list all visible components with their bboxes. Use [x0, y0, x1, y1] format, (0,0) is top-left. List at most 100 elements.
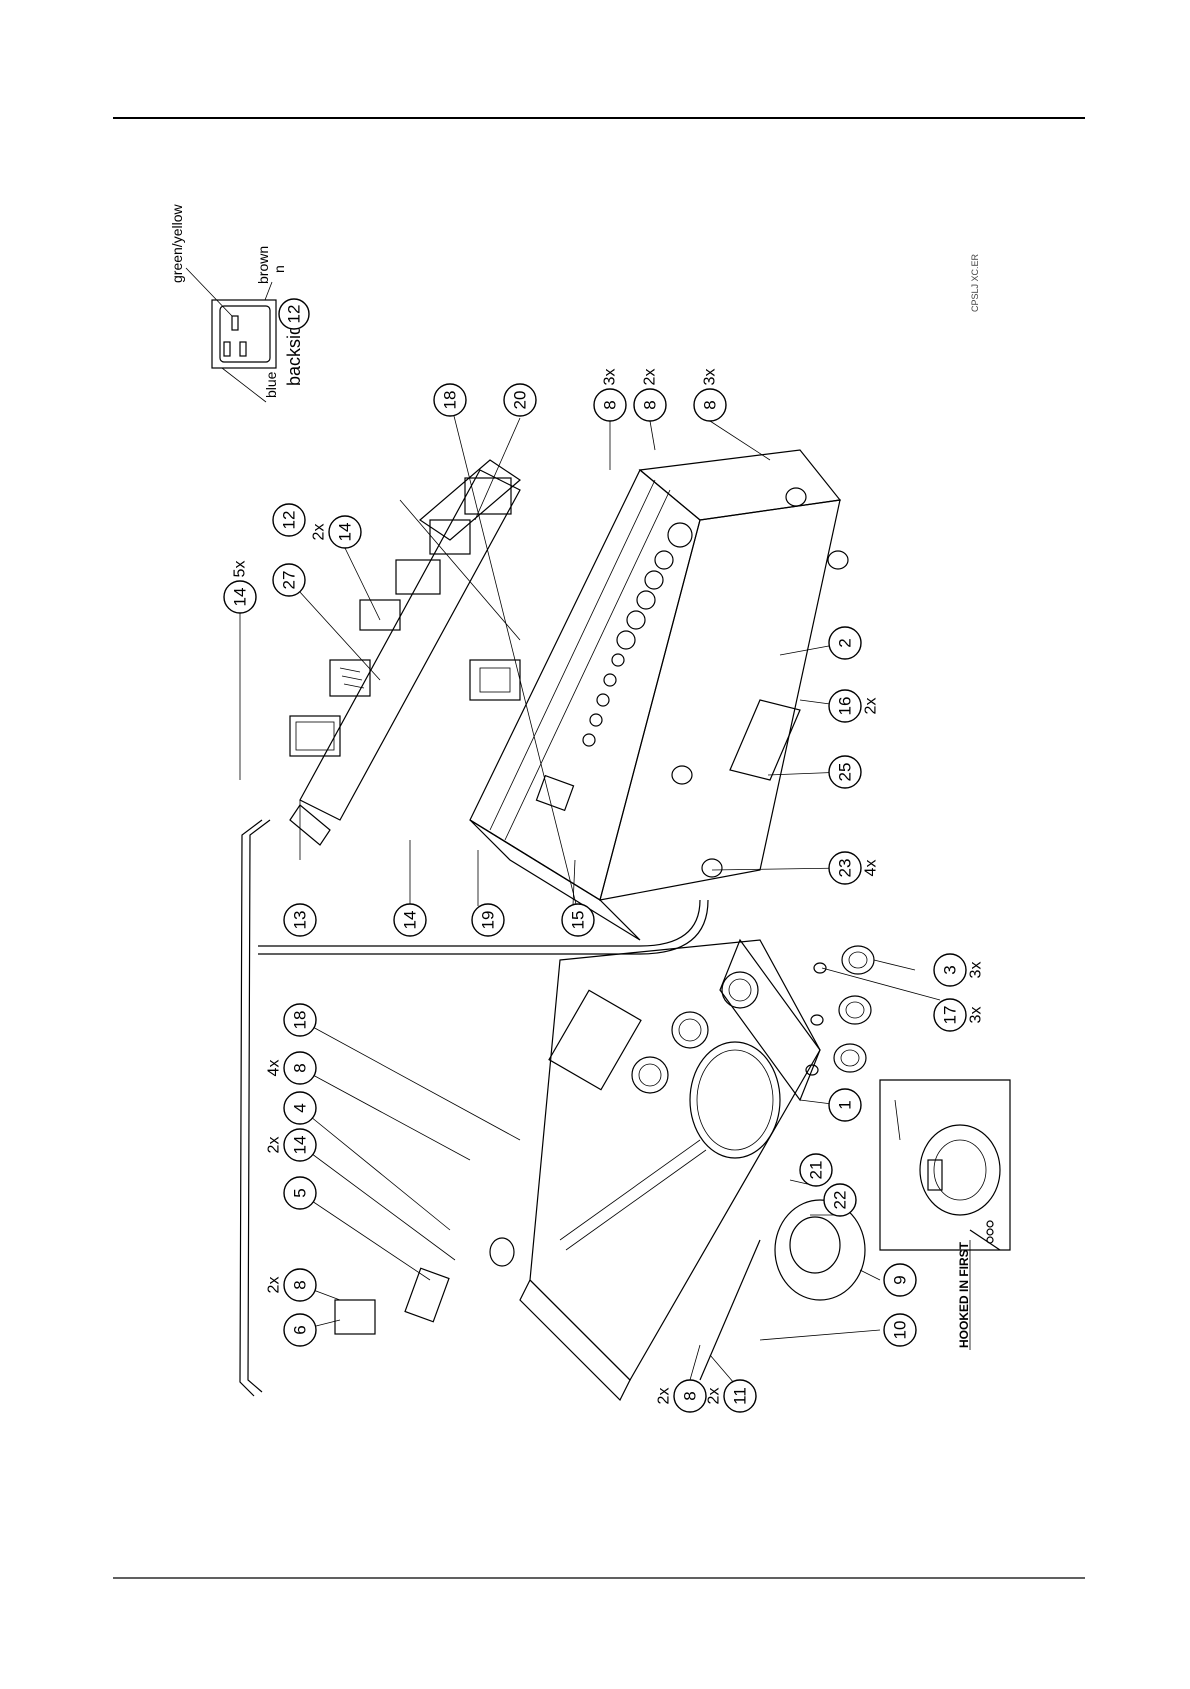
- callout-c22: 22: [824, 1184, 856, 1216]
- callout-quantity: 2x: [863, 698, 880, 715]
- callout-c2: 2: [829, 627, 861, 659]
- callout-c27: 27: [273, 564, 305, 596]
- callout-c18b: 18: [284, 1004, 316, 1036]
- callout-c17: 17 3x: [934, 999, 985, 1031]
- front-pcb: [549, 990, 641, 1089]
- wire-label-blue: blue: [263, 371, 279, 398]
- callout-number: 17: [941, 1006, 960, 1025]
- callout-c8f: 82x: [656, 1380, 707, 1412]
- callout-c8d: 8 4x: [266, 1052, 317, 1084]
- callout-quantity: 2x: [266, 1137, 283, 1154]
- callout-c12: 12: [273, 504, 305, 536]
- callout-number: 15: [569, 911, 588, 930]
- callout-c13: 13: [284, 904, 316, 936]
- callout-number: 14: [336, 523, 355, 542]
- speaker-grill: [690, 1042, 780, 1158]
- callout-c14c: 14: [394, 904, 426, 936]
- callout-c25: 25: [829, 756, 861, 788]
- callout-number: 13: [291, 911, 310, 930]
- iec-connector-inset: green/yellow brown n blue backside 12: [169, 204, 309, 402]
- callout-c8c: 8 3x: [694, 369, 726, 421]
- callout-number: 1: [836, 1100, 855, 1109]
- speaker-part: [700, 1200, 865, 1380]
- callout-c5: 5: [284, 1177, 316, 1209]
- callout-quantity: 3x: [702, 369, 719, 386]
- speaker-wire: [700, 1240, 760, 1380]
- callout-c8e: 8 2x: [266, 1269, 317, 1301]
- callout-number: 5: [291, 1188, 310, 1197]
- inset-part-number: 12: [285, 305, 304, 324]
- callout-c1: 1: [829, 1089, 861, 1121]
- callout-quantity: 2x: [642, 369, 659, 386]
- connector-face: [220, 306, 270, 362]
- callout-quantity: 2x: [266, 1277, 283, 1294]
- callout-c16: 16 2x: [829, 690, 880, 722]
- callout-number: 8: [601, 400, 620, 409]
- callout-c14d: 14 2x: [266, 1129, 317, 1161]
- callout-number: 8: [291, 1063, 310, 1072]
- callout-quantity: 2x: [656, 1388, 673, 1405]
- callout-c11: 11 2x: [706, 1380, 757, 1412]
- callout-quantity: 3x: [602, 369, 619, 386]
- iec-socket-part: [470, 660, 520, 700]
- callout-number: 8: [701, 400, 720, 409]
- callout-quantity: 4x: [266, 1060, 283, 1077]
- ground-wire: [248, 820, 270, 1392]
- callout-c3: 33x: [934, 954, 985, 986]
- callout-c8a: 8 3x: [594, 369, 626, 421]
- callout-quantity: 3x: [968, 962, 985, 979]
- rear-enclosure: [470, 450, 840, 940]
- callout-number: 18: [291, 1011, 310, 1030]
- callout-c8b: 82x: [634, 369, 666, 421]
- callout-number: 10: [891, 1321, 910, 1340]
- callout-c6: 6: [284, 1314, 316, 1346]
- callout-number: 21: [807, 1161, 826, 1180]
- callout-c10: 10: [884, 1314, 916, 1346]
- callout-number: 14: [291, 1136, 310, 1155]
- callout-number: 18: [441, 391, 460, 410]
- callout-number: 20: [511, 391, 530, 410]
- leader-green-yellow: [186, 268, 232, 316]
- callout-c9: 9: [884, 1264, 916, 1296]
- callout-number: 16: [836, 697, 855, 716]
- leader-blue: [222, 368, 266, 402]
- knob-hole-2: [672, 1012, 708, 1048]
- callout-c18a: 18: [434, 384, 466, 416]
- feet: [672, 488, 848, 877]
- wire-label-brown-sub: n: [271, 265, 287, 273]
- callout-number: 22: [831, 1191, 850, 1210]
- pin-right: [240, 342, 246, 356]
- callout-number: 27: [280, 571, 299, 590]
- hook-note-text: HOOKED IN FIRST: [957, 1241, 971, 1348]
- knob-hole-3: [632, 1057, 668, 1093]
- callout-c14a: 14 5x: [224, 561, 256, 613]
- callout-number: 4: [291, 1103, 310, 1112]
- callout-number: 14: [231, 588, 250, 607]
- callout-quantity: 2x: [706, 1388, 723, 1405]
- callout-c21: 21: [800, 1154, 832, 1186]
- callout-quantity: 2x: [311, 524, 328, 541]
- callout-c15: 15: [562, 904, 594, 936]
- callout-number: 12: [280, 511, 299, 530]
- front-housing: [520, 940, 820, 1400]
- callout-quantity: 5x: [232, 561, 249, 578]
- connector-frame: [212, 300, 276, 368]
- callout-number: 14: [401, 911, 420, 930]
- wire-label-brown: brown: [255, 246, 271, 284]
- pin-top: [232, 316, 238, 330]
- rear-jack-assembly: [335, 1238, 514, 1334]
- callout-number: 11: [731, 1387, 750, 1405]
- callout-number: 9: [891, 1275, 910, 1284]
- callout-quantity: 3x: [968, 1007, 985, 1024]
- callout-number: 8: [291, 1280, 310, 1289]
- knob-hole-1: [722, 972, 758, 1008]
- callout-quantity: 4x: [863, 860, 880, 877]
- callout-c19: 19: [472, 904, 504, 936]
- label-sticker: [730, 700, 800, 780]
- hook-detail-inset: [880, 1080, 1010, 1250]
- wire-label-green-yellow: green/yellow: [169, 204, 185, 283]
- callout-c20: 20: [504, 384, 536, 416]
